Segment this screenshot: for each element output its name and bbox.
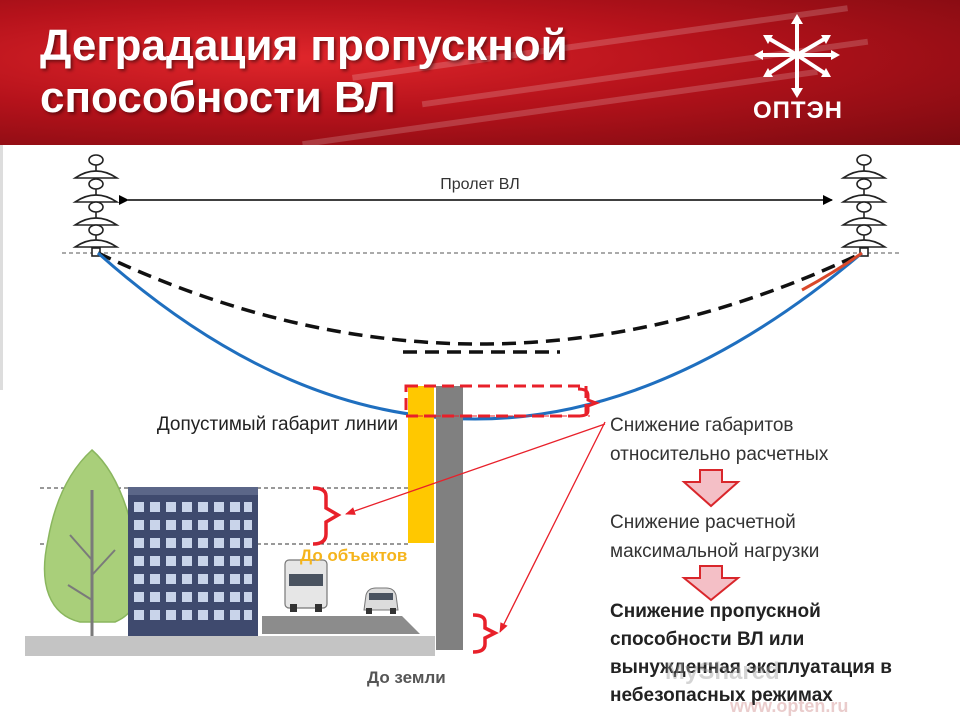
to-ground-label: До земли (367, 668, 446, 687)
left-insulator-icon (72, 154, 120, 257)
ground-bracket (472, 613, 499, 654)
truck-icon (284, 559, 328, 612)
clearance-bar (408, 386, 434, 543)
down-arrow-1-icon (681, 469, 741, 508)
step-load-reduction: Снижение расчетной максимальной нагрузки (610, 512, 820, 562)
right-insulator-icon (840, 154, 888, 257)
clearance-loss-bracket (577, 387, 601, 418)
opten-logo-icon (754, 14, 840, 98)
tree-icon (43, 448, 141, 640)
logo-text: ОПТЭН (753, 97, 843, 124)
title-line-2: способности ВЛ (40, 73, 396, 122)
design-sag-curve (97, 251, 863, 346)
slide-title: Деградация пропускной способности ВЛ (40, 20, 568, 124)
step-clearance-reduction: Снижение габаритов относительно расчетны… (610, 415, 829, 465)
title-banner: Деградация пропускной способности ВЛ ОПТ… (0, 0, 960, 145)
design-clearance-box (404, 384, 588, 418)
down-arrow-2-icon (681, 565, 741, 602)
car-icon (363, 587, 399, 614)
objects-bracket (312, 486, 342, 546)
span-label: Пролет ВЛ (440, 176, 520, 193)
right-wire-segment (801, 251, 863, 292)
road-surface (262, 616, 420, 634)
to-objects-label: До объектов (300, 546, 408, 565)
ground (25, 636, 435, 656)
left-edge-shade (0, 145, 3, 390)
building-icon (128, 487, 258, 637)
actual-sag-curve (97, 251, 863, 421)
allowed-clearance-label: Допустимый габарит линии (156, 414, 399, 435)
step-capacity-reduction: Снижение пропускной способности ВЛ или в… (610, 601, 892, 706)
title-line-1: Деградация пропускной (40, 21, 568, 70)
watermark-url: www.opten.ru (730, 696, 849, 716)
arrow-to-ground (499, 421, 606, 633)
arrow-to-objects (345, 423, 606, 515)
watermark-myshared: MyShared (665, 658, 780, 685)
clearance-pole (436, 386, 463, 650)
